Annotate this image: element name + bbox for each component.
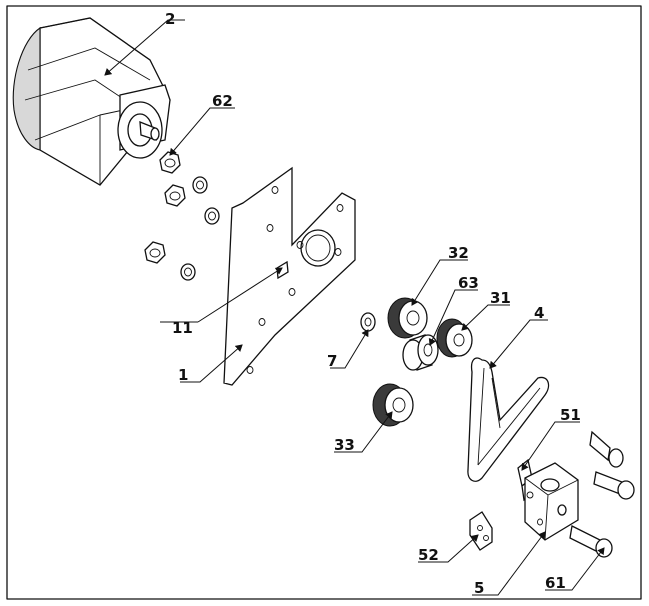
leader-1 (180, 344, 243, 383)
part-pulley-31 (436, 318, 473, 358)
part-motor (12, 17, 171, 186)
leader-61 (545, 547, 605, 591)
part-nuts-washers (144, 151, 220, 281)
label-33: 33 (334, 436, 355, 454)
label-63: 63 (458, 274, 479, 292)
leader-51 (521, 421, 580, 471)
label-2: 2 (165, 10, 175, 28)
leader-52 (418, 534, 479, 563)
leader-7 (330, 329, 369, 369)
leader-62 (169, 107, 235, 156)
label-5: 5 (474, 579, 484, 597)
part-pins-61 (569, 430, 635, 558)
part-pulley-33 (372, 383, 414, 427)
leader-5 (472, 531, 546, 596)
part-block-5 (524, 462, 579, 541)
leader-4 (489, 319, 548, 369)
label-31: 31 (490, 289, 511, 307)
part-belt-4 (467, 357, 550, 482)
label-4: 4 (534, 304, 544, 322)
leader-63 (428, 289, 478, 346)
label-51: 51 (560, 406, 581, 424)
part-clip-52 (469, 511, 493, 551)
label-7: 7 (327, 352, 337, 370)
label-62: 62 (212, 92, 233, 110)
label-61: 61 (545, 574, 566, 592)
leader-31 (461, 304, 510, 331)
drawing-frame (6, 5, 642, 600)
label-11: 11 (172, 319, 193, 337)
part-pulley-32 (387, 297, 428, 339)
leader-33 (334, 411, 393, 453)
part-spacer-63 (402, 334, 439, 371)
part-washer-7 (360, 312, 376, 332)
leader-2 (104, 19, 185, 76)
label-32: 32 (448, 244, 469, 262)
leader-32 (411, 259, 468, 306)
leader-11 (160, 268, 282, 323)
label-1: 1 (178, 366, 188, 384)
label-52: 52 (418, 546, 439, 564)
